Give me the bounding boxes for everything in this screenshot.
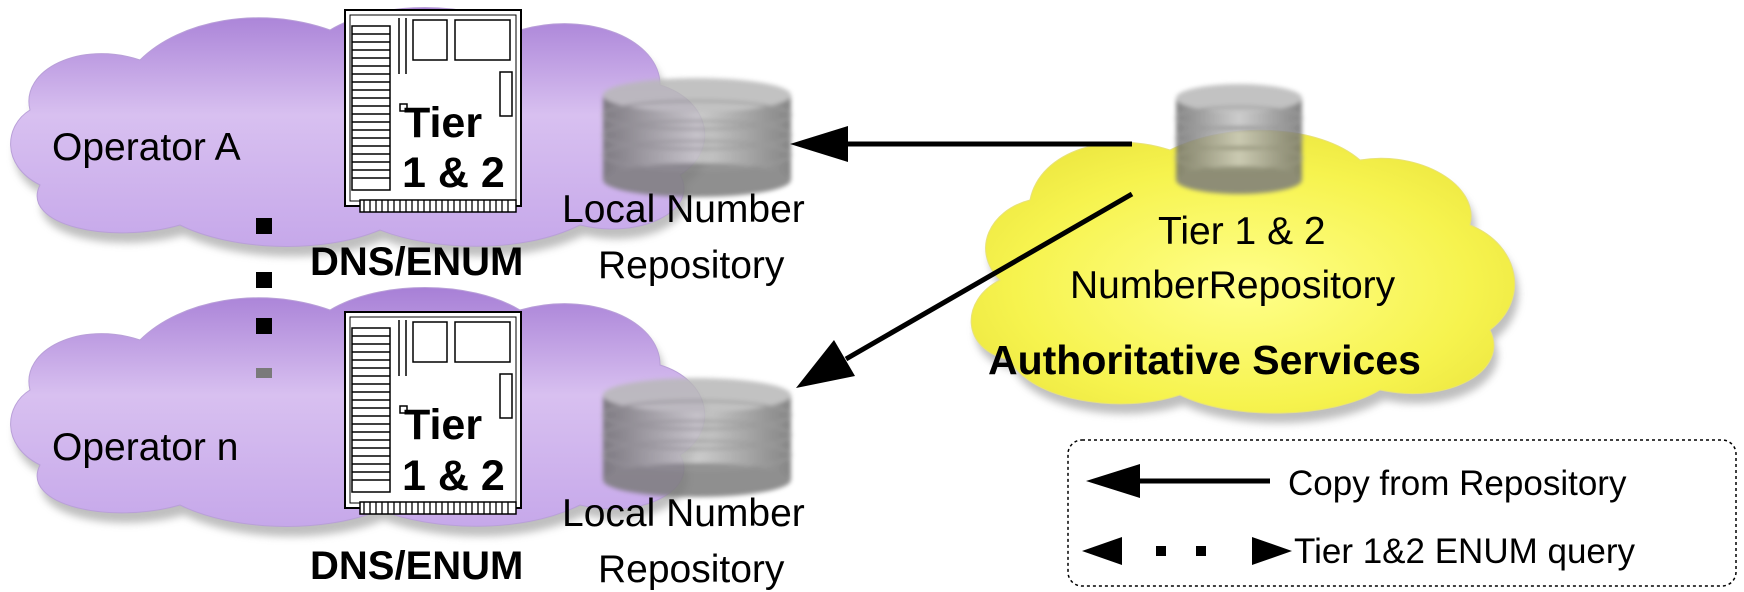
authoritative-title: Authoritative Services — [988, 337, 1421, 383]
ellipsis-dots — [256, 218, 272, 378]
legend-query-label: Tier 1&2 ENUM query — [1294, 532, 1636, 571]
operator-a-server-tier: Tier — [404, 99, 483, 147]
operator-a-repo-line1: Local Number — [562, 188, 805, 231]
legend-copy-label: Copy from Repository — [1288, 464, 1627, 503]
operator-n-label: Operator n — [52, 426, 239, 469]
operator-a-server-caption: DNS/ENUM — [310, 240, 524, 284]
operator-a-repo-line2: Repository — [598, 244, 785, 287]
database-icon-authoritative — [1175, 84, 1303, 194]
operator-n-server-caption: DNS/ENUM — [310, 544, 524, 588]
authoritative-cloud — [970, 129, 1519, 424]
database-icon-operator-a — [602, 78, 792, 197]
legend-query-arrow — [1082, 537, 1292, 565]
copy-arrow-operator-a — [790, 126, 1132, 162]
operator-a-server-tier-number: 1 & 2 — [402, 149, 505, 197]
server-icon-operator-n — [344, 311, 522, 515]
database-icon-operator-n — [602, 378, 792, 497]
authoritative-line2: NumberRepository — [1070, 264, 1396, 307]
operator-n-repo-line1: Local Number — [562, 492, 805, 535]
operator-a-label: Operator A — [52, 126, 241, 169]
authoritative-line1: Tier 1 & 2 — [1158, 210, 1326, 253]
copy-arrow-operator-n — [796, 191, 1134, 388]
operator-n-repo-line2: Repository — [598, 548, 785, 591]
legend-box — [1067, 439, 1737, 587]
server-icon-operator-a — [344, 9, 522, 213]
operator-n-server-tier: Tier — [404, 401, 483, 449]
operator-n-server-tier-number: 1 & 2 — [402, 452, 505, 500]
legend-copy-arrow — [1086, 464, 1270, 498]
